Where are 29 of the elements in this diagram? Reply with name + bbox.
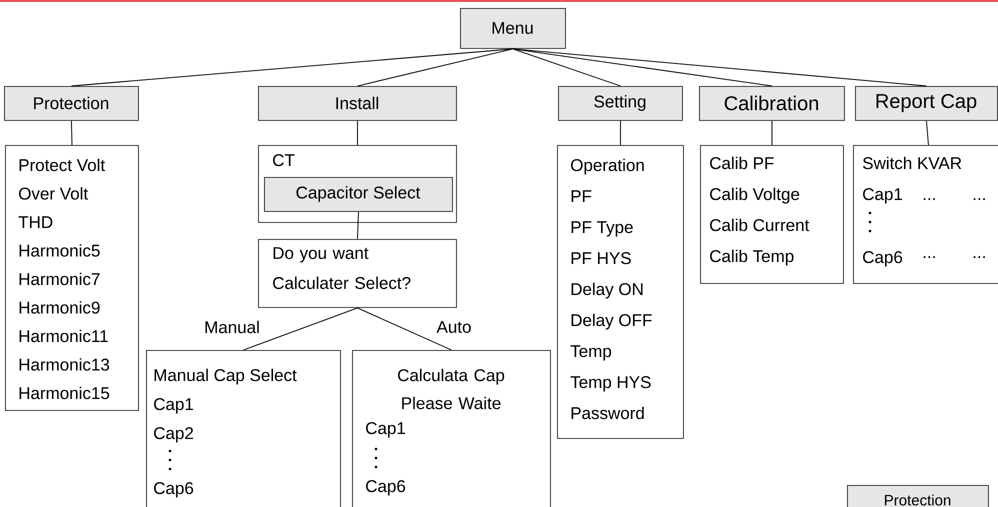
menu-item-box: Setting: [558, 86, 683, 121]
connector-line: [620, 120, 621, 146]
connector-line: [357, 120, 358, 146]
menu-item-box: Protection: [847, 485, 989, 507]
connector-line: [926, 120, 929, 146]
submenu-box: Protect Volt Over Volt THD Harmonic5 Harmonic7 Harmonic9 Harmonic11 Harmonic13 Harmonic15: [5, 145, 139, 411]
submenu-box: Manual Cap Select Cap1 Cap2 Cap6: [146, 350, 341, 507]
submenu-box: Switch KVAR Cap1 ... ... Cap6 ... ...: [853, 145, 998, 284]
connector-line: [243, 307, 358, 350]
menu-item-box: Install: [258, 86, 457, 121]
connector-line: [512, 48, 927, 86]
menu-box: Menu: [460, 8, 566, 49]
connector-line: [512, 48, 772, 86]
edge-label: Manual: [206, 320, 259, 334]
edge-label: Auto: [436, 321, 471, 333]
connector-line: [357, 48, 514, 86]
connector-line: [357, 211, 359, 240]
submenu-item-box: Capacitor Select: [264, 177, 453, 212]
prompt-box: Do you want Calculater Select?: [258, 239, 457, 308]
connector-line: [71, 48, 514, 86]
submenu-box: Calculata Cap Please Waite Cap1 Cap6: [352, 350, 551, 507]
connector-line: [512, 48, 621, 86]
submenu-box: Calib PF Calib Voltge Calib Current Calib Temp: [700, 145, 844, 284]
connector-line: [71, 120, 72, 146]
menu-item-box: Protection: [4, 86, 139, 121]
connector-line: [357, 307, 452, 350]
menu-item-box: Report Cap: [855, 86, 998, 121]
submenu-box: Operation PF PF Type PF HYS Delay ON Delay OFF Temp Temp HYS Password: [557, 145, 684, 439]
menu-item-box: Calibration: [699, 86, 845, 121]
